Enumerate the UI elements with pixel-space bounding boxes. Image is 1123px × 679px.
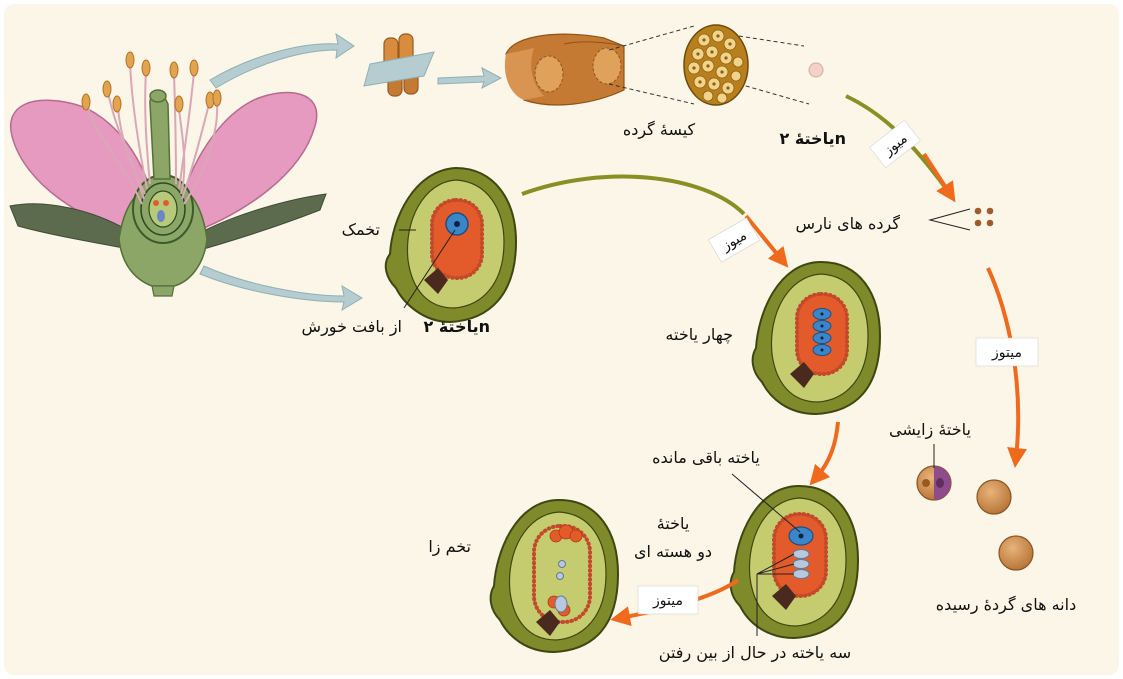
label-ovule: تخمک: [342, 220, 380, 239]
pollen-mother-cell: [809, 63, 823, 77]
label-generative-cell: یاختهٔ زایشی: [889, 420, 971, 440]
pollen-grain-3: [999, 536, 1033, 570]
svg-text:میتوز: میتوز: [991, 345, 1022, 361]
label-pollen-sac: کیسهٔ گرده: [623, 120, 696, 140]
pollen-sac-section: [505, 34, 624, 105]
label-binucleate-2: دو هسته ای: [634, 542, 712, 562]
arrow-meiosis-pollen-orange: [924, 154, 950, 194]
ovule-remaining-cell: [731, 486, 858, 638]
arrow-meiosis-ovule-green: [522, 177, 744, 214]
reproduction-diagram: میوز میتوز میوز: [4, 4, 1119, 675]
anther: [364, 34, 434, 96]
label-three-degenerating: سه یاخته در حال از بین رفتن: [659, 643, 851, 663]
label-pollen-mother-cell: یاختهٔ ۲n: [779, 129, 846, 148]
label-binucleate-1: یاختهٔ: [657, 514, 690, 533]
arrow-flower-to-anther: [210, 34, 354, 88]
tag-mitosis-ovule: میتوز: [638, 586, 698, 614]
ovule-embryo-sac: [491, 500, 618, 652]
label-immature-pollen: گرده های نارس: [795, 214, 900, 234]
arrow-flower-to-ovule: [200, 266, 362, 310]
svg-text:میتوز: میتوز: [652, 593, 683, 609]
tag-meiosis-pollen: میوز: [870, 120, 921, 168]
flower: [10, 52, 326, 296]
ovule-four-cells: [753, 262, 880, 414]
label-remaining-cell: یاخته باقی مانده: [652, 448, 760, 467]
pollen-sac-cells: [684, 25, 748, 105]
label-from-nucellus: از بافت خورش: [302, 317, 402, 337]
immature-pollen-tetrad: [975, 208, 994, 227]
label-mature-pollen: دانه های گردهٔ رسیده: [936, 595, 1076, 615]
pointer-immature-pollen: [930, 209, 970, 230]
arrow-anther-to-sac: [438, 68, 501, 88]
pollen-grain-2: [977, 480, 1011, 514]
diagram-panel: میوز میتوز میوز: [4, 4, 1119, 675]
tag-mitosis-pollen: میتوز: [976, 338, 1038, 366]
mature-pollen-grains: [917, 466, 1033, 570]
arrow-four-to-remaining: [816, 422, 838, 478]
ovule-2n: [386, 168, 516, 322]
label-four-cells: چهار یاخته: [665, 325, 733, 345]
label-megaspore-mother-cell: یاختهٔ ۲n: [423, 317, 490, 336]
label-egg: تخم زا: [428, 537, 471, 557]
